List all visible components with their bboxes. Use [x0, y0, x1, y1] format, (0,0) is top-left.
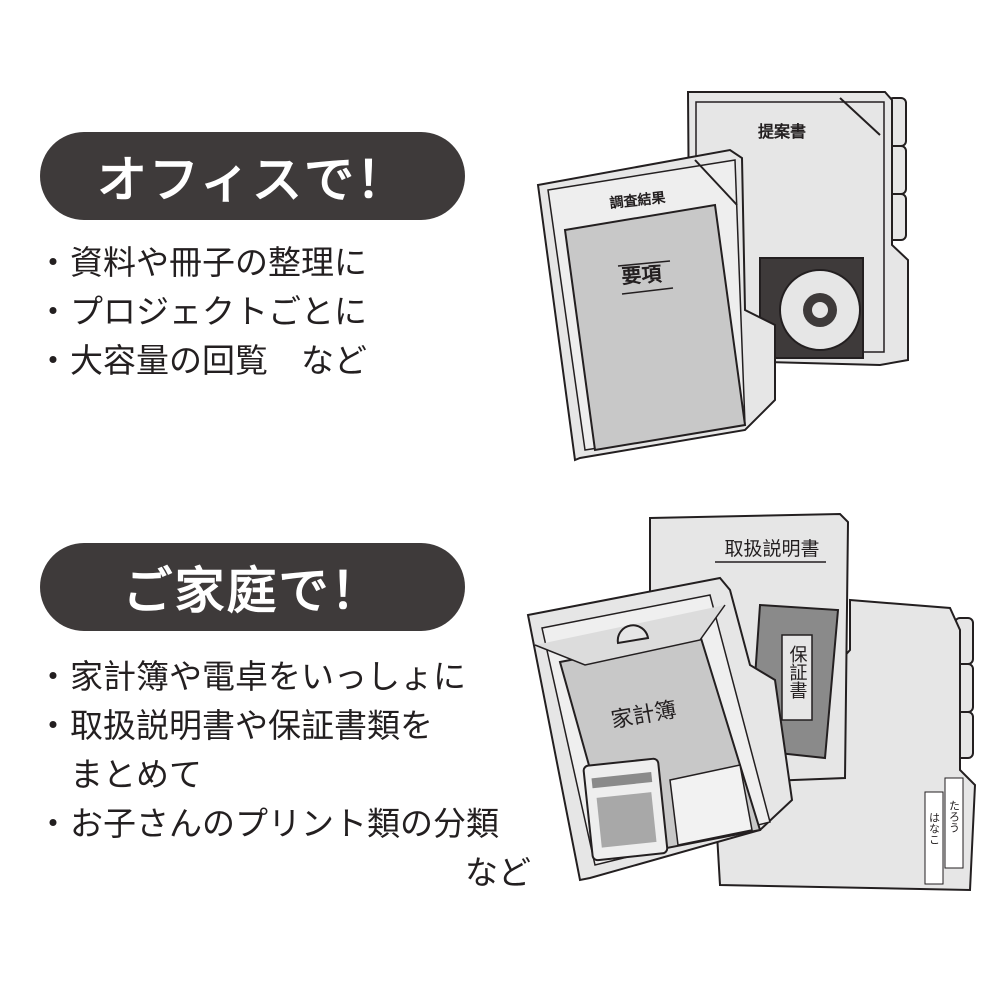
list-item-continuation: など	[465, 853, 531, 892]
warranty-label: 保証書	[787, 645, 808, 699]
name-tab	[944, 777, 964, 869]
list-item: ・家計簿や電卓をいっしょに	[36, 657, 467, 696]
document	[563, 203, 747, 452]
calculator-icon	[582, 757, 669, 862]
list-item: ・お子さんのプリント類の分類	[36, 804, 500, 843]
folder-label: 調査結果	[609, 189, 667, 212]
home-heading: ご家庭で！	[40, 543, 465, 631]
list-item: ・取扱説明書や保証書類を	[36, 706, 434, 745]
home-use-list: ・家計簿や電卓をいっしょに ・取扱説明書や保証書類を まとめて ・お子さんのプリ…	[36, 652, 532, 897]
home-folders-illustration: たろう はなこ 取扱説明書 保証書 家計簿	[526, 512, 977, 892]
list-item-text: プロジェクトごとに	[70, 292, 367, 331]
document-label: 要項	[621, 262, 664, 289]
list-item-text: お子さんのプリント類の分類	[70, 804, 499, 843]
office-heading: オフィスで！	[40, 132, 465, 220]
office-use-list: ・資料や冊子の整理に ・プロジェクトごとに ・大容量の回覧 など	[36, 238, 368, 385]
list-item: ・資料や冊子の整理に	[36, 243, 368, 282]
manual-label: 取扱説明書	[724, 538, 819, 560]
folder-label: 提案書	[758, 122, 806, 141]
list-item: ・大容量の回覧 など	[36, 341, 368, 380]
list-item-text: 家計簿や電卓をいっしょに	[70, 657, 466, 696]
clear-folder: 家計簿	[526, 576, 794, 882]
name-tab	[924, 791, 944, 885]
list-item-text: 資料や冊子の整理に	[70, 243, 367, 282]
tab-label: はなこ	[928, 812, 941, 845]
list-item-continuation: まとめて	[70, 755, 202, 794]
list-item-text: 取扱説明書や保証書類を	[70, 706, 433, 745]
office-folders-illustration: 提案書 調査結果 要項	[536, 91, 909, 462]
clear-folder: 調査結果 要項	[536, 148, 776, 462]
tab-label: たろう	[948, 800, 961, 833]
list-item-text: 大容量の回覧 など	[70, 341, 367, 380]
list-item: ・プロジェクトごとに	[36, 292, 368, 331]
receipt	[669, 764, 753, 846]
